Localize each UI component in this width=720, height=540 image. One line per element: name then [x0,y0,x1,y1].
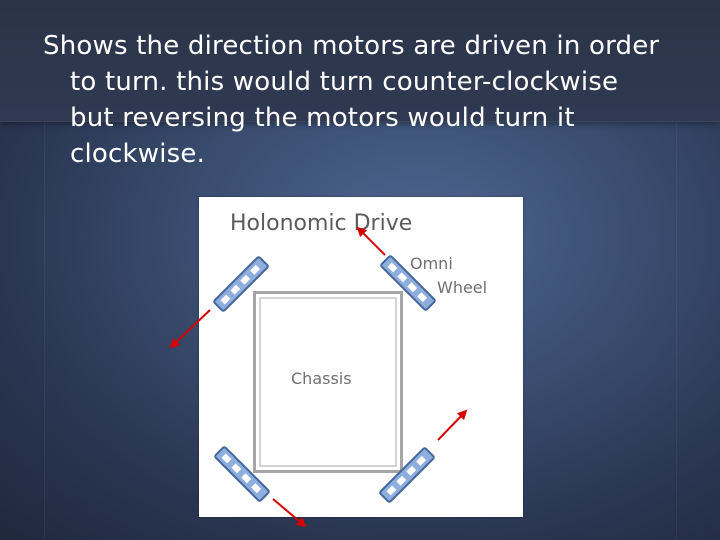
chassis-frame [253,291,403,473]
slide-text-line-3: but reversing the motors would turn it [70,103,575,133]
omni-wheel-bottom-left [214,446,270,502]
direction-arrow-top [356,226,386,256]
slide-body-text: Shows the direction motors are driven in… [0,28,720,172]
slide-text-line-1: Shows the direction motors are driven in… [43,31,660,61]
decorative-line-right [676,122,677,540]
direction-arrow-bottom [272,498,307,528]
holonomic-drive-diagram: Holonomic Drive Omni Wheel Chassis [199,197,523,517]
diagram-title: Holonomic Drive [230,211,413,236]
omni-wheel-top-left [213,256,269,312]
title-band [0,0,720,122]
omni-wheel-top-right [380,255,436,311]
direction-arrow-right [437,409,468,441]
slide-text-line-2: to turn. this would turn counter-clockwi… [70,67,619,97]
wheel-label: Wheel [437,278,488,297]
slide-text-line-4: clockwise. [70,139,206,169]
direction-arrow-left [169,309,211,349]
decorative-line-left [44,122,45,540]
chassis-label: Chassis [291,369,352,388]
omni-wheel-bottom-right [379,447,435,503]
omni-label: Omni [410,254,453,273]
